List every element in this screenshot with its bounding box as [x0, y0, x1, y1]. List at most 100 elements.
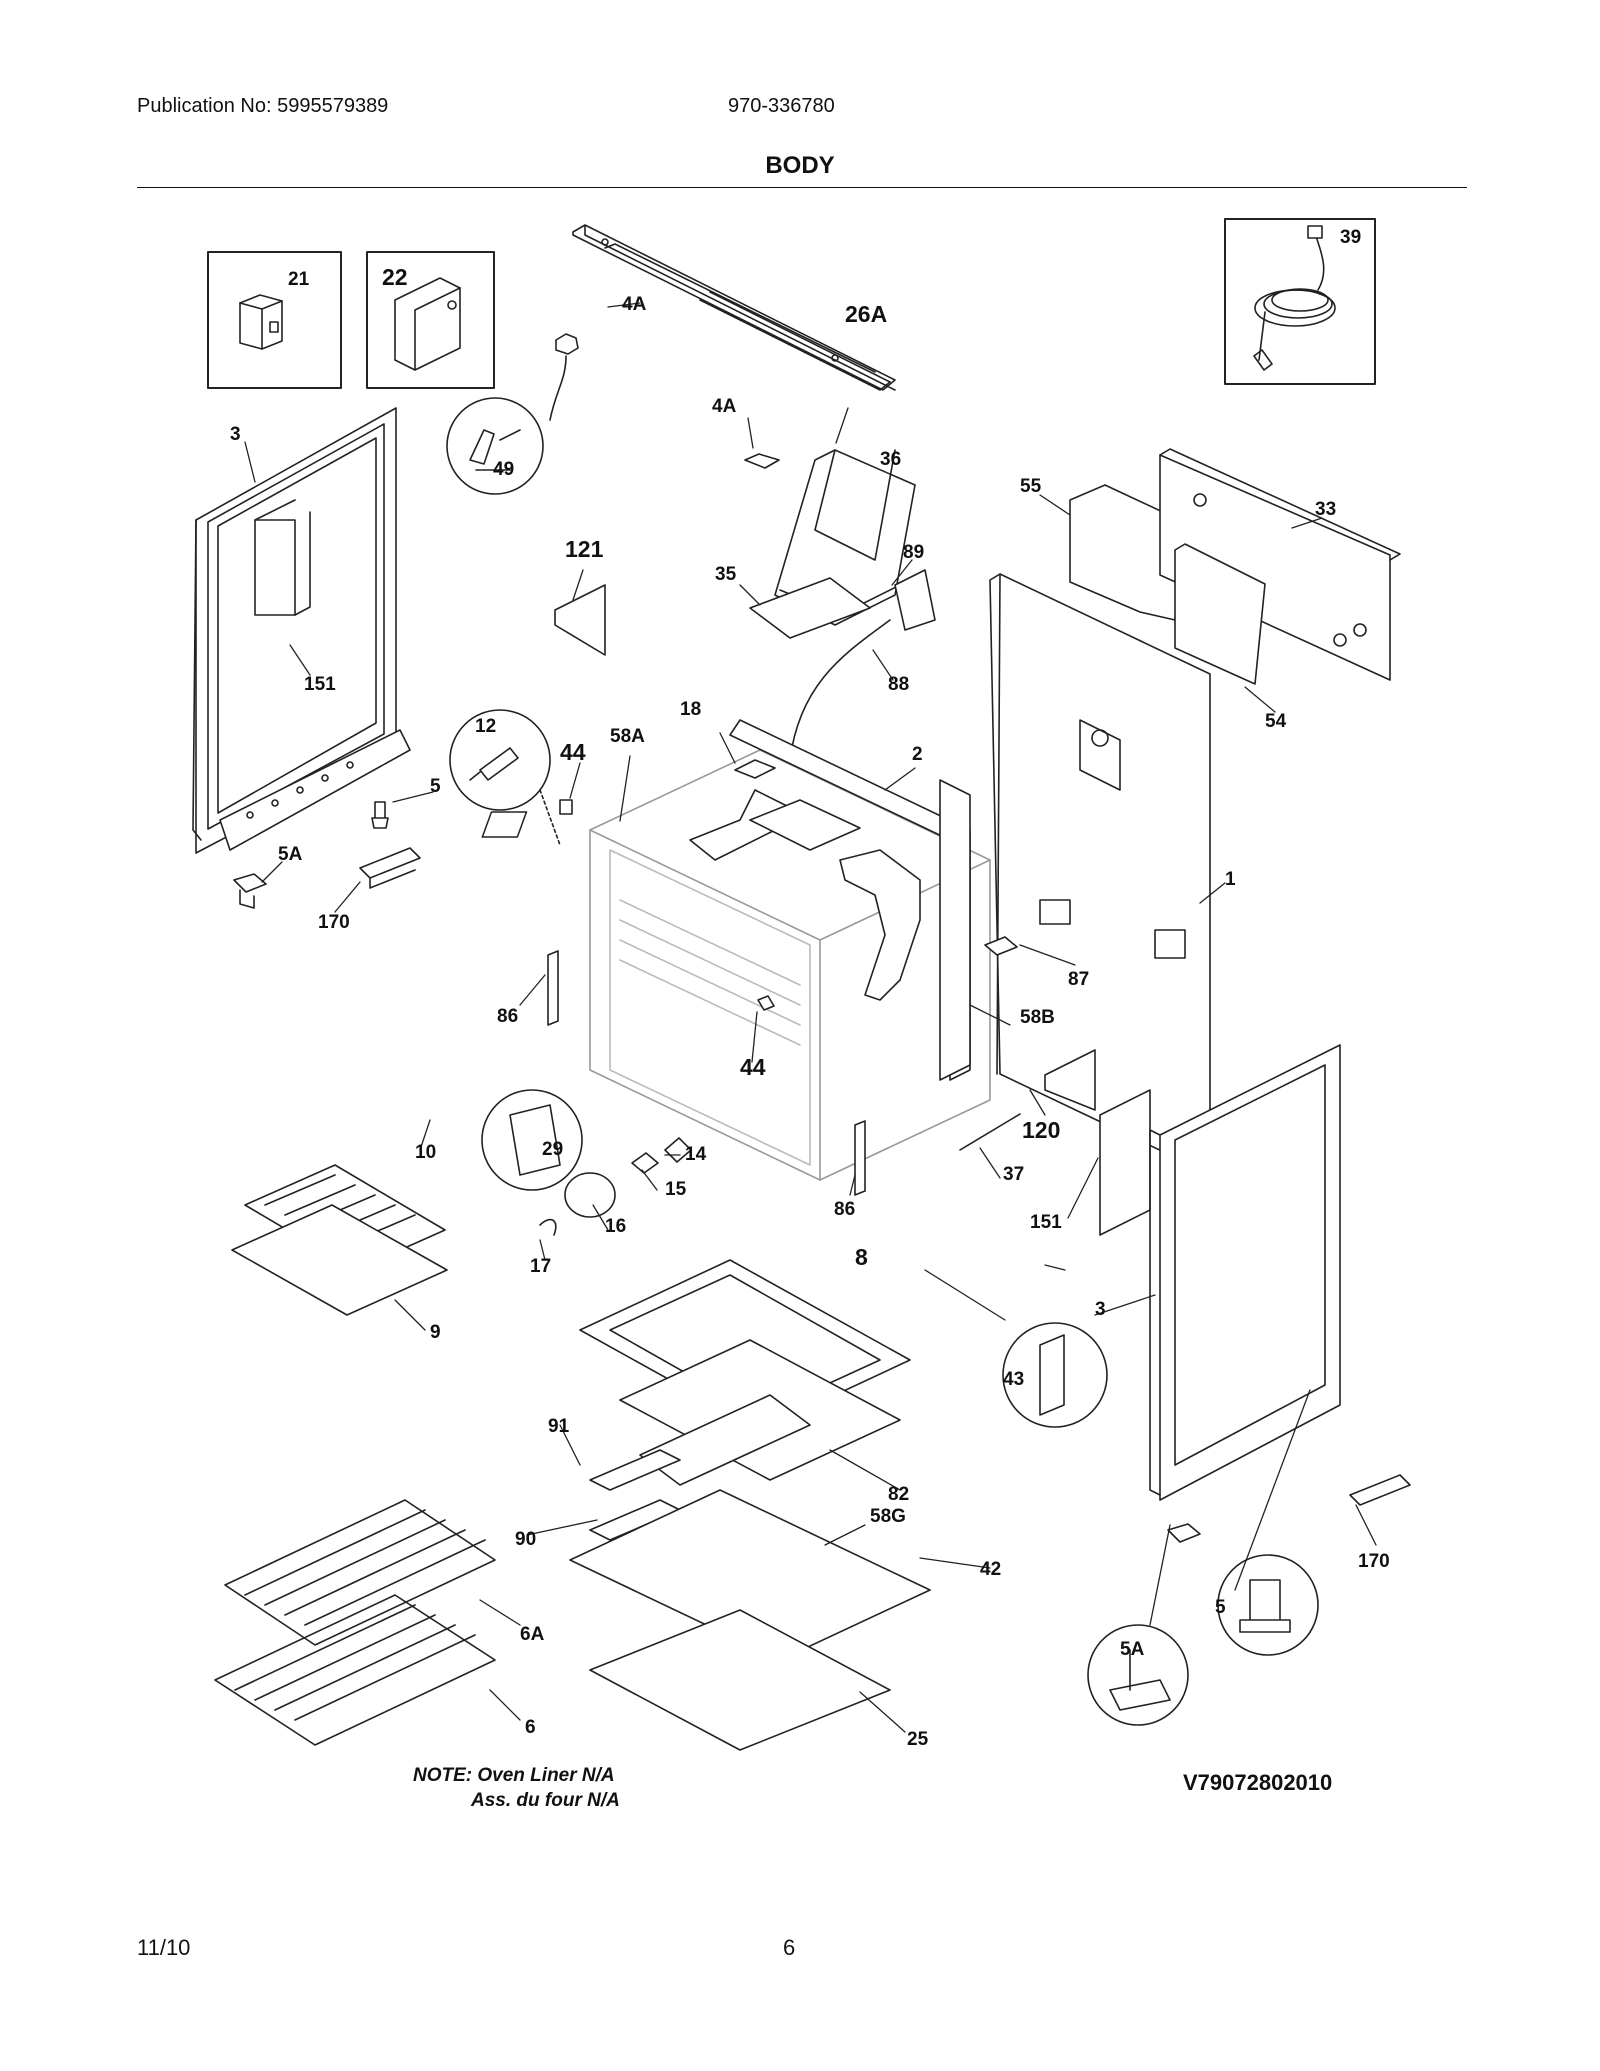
callout-86-right: 86 [834, 1199, 855, 1220]
part-91-channel [589, 1449, 681, 1491]
part-120-bracket [1044, 1049, 1096, 1111]
callout-43: 43 [1003, 1369, 1024, 1390]
callout-170-left: 170 [318, 912, 350, 933]
part-6a-rack [224, 1499, 496, 1646]
part-1-back-frame [989, 573, 1211, 1175]
callout-88: 88 [888, 674, 909, 695]
callout-58g: 58G [870, 1506, 906, 1527]
part-54-panel [1174, 543, 1266, 685]
part-58b-insulation [689, 719, 971, 1081]
callout-55: 55 [1020, 476, 1042, 497]
callout-5a-left: 5A [278, 844, 303, 865]
callout-17: 17 [530, 1256, 551, 1277]
publication-number: Publication No: 5995579389 [137, 95, 389, 117]
callout-89: 89 [903, 542, 924, 563]
part-5-detail [1217, 1554, 1319, 1656]
part-12-detail [449, 709, 551, 811]
callout-6: 6 [525, 1717, 536, 1738]
part-25-bottom-cover [589, 1609, 891, 1751]
part-86-right-strip [854, 1120, 866, 1196]
part-44-upper [559, 799, 573, 815]
part-2-vent-duct [749, 799, 861, 851]
callout-86-left: 86 [497, 1006, 518, 1027]
part-5a-left-leveler [233, 873, 267, 909]
callout-58b: 58B [1020, 1007, 1055, 1028]
callout-90: 90 [515, 1529, 536, 1550]
part-5-left-screw [371, 801, 389, 829]
callout-82: 82 [888, 1484, 909, 1505]
callout-16: 16 [605, 1216, 626, 1237]
part-14-socket [664, 1137, 692, 1163]
callout-12: 12 [475, 716, 496, 737]
diagram-code: V79072802010 [1183, 1770, 1333, 1795]
part-4a-clip-upper [555, 333, 579, 355]
callout-54: 54 [1265, 711, 1287, 732]
part-87-clip [984, 936, 1018, 956]
part-151-right-bracket [1099, 1089, 1151, 1236]
callout-120: 120 [1022, 1117, 1060, 1143]
callout-10: 10 [415, 1142, 436, 1163]
part-44-lower [757, 995, 775, 1011]
callout-3-left: 3 [230, 424, 241, 445]
callout-49: 49 [493, 459, 514, 480]
part-4a-clip-mid [744, 453, 780, 469]
callout-26a: 26A [845, 301, 887, 327]
callout-39: 39 [1340, 227, 1361, 248]
part-5a-right-leveler [1167, 1523, 1201, 1543]
callout-22: 22 [382, 264, 408, 290]
part-22-icon [394, 277, 461, 371]
part-89-bracket [894, 569, 936, 631]
callout-42: 42 [980, 1559, 1001, 1580]
callout-8: 8 [855, 1244, 868, 1270]
part-88-wire [789, 619, 891, 761]
leader-lines [244, 302, 1377, 1733]
callout-1: 1 [1225, 869, 1236, 890]
callout-29: 29 [542, 1139, 563, 1160]
callout-6a: 6A [520, 1624, 545, 1645]
part-16-lens [564, 1172, 616, 1218]
callout-14: 14 [685, 1144, 707, 1165]
callout-33: 33 [1315, 499, 1336, 520]
callout-91: 91 [548, 1416, 570, 1437]
part-3-right-side-panel [1149, 1044, 1341, 1501]
page-title: BODY [765, 152, 835, 179]
part-15-bulb [631, 1152, 659, 1174]
part-39-box [1224, 218, 1376, 385]
callout-25: 25 [907, 1729, 929, 1750]
callout-121: 121 [565, 536, 604, 562]
part-21-icon [239, 294, 283, 350]
callout-4a-upper: 4A [622, 294, 647, 315]
callout-21: 21 [288, 269, 310, 290]
part-58g-insulation [639, 1394, 811, 1486]
part-33-back-panel [1159, 448, 1401, 681]
part-18-clip [734, 759, 776, 779]
callout-35: 35 [715, 564, 737, 585]
part-170-right-bracket [1349, 1474, 1411, 1506]
footer-date: 11/10 [137, 1935, 191, 1960]
callout-37: 37 [1003, 1164, 1024, 1185]
callout-5-right: 5 [1215, 1597, 1226, 1618]
callout-15: 15 [665, 1179, 687, 1200]
callout-36: 36 [880, 449, 901, 470]
callout-151-left: 151 [304, 674, 336, 695]
footer-page-number: 6 [783, 1935, 796, 1960]
callout-87: 87 [1068, 969, 1089, 990]
callout-2: 2 [912, 744, 923, 765]
part-21-box [207, 251, 342, 389]
callout-3-right: 3 [1095, 1299, 1106, 1320]
part-17-clip [539, 1218, 557, 1236]
callout-4a-mid: 4A [712, 396, 737, 417]
callout-170-right: 170 [1358, 1551, 1390, 1572]
part-22-box [366, 251, 495, 389]
part-26a-bracket [572, 224, 896, 391]
note-line-1: NOTE: Oven Liner N/A [413, 1765, 615, 1786]
part-49-detail [446, 397, 544, 495]
part-37-probe [959, 1113, 1021, 1151]
part-170-left-bracket [359, 847, 421, 889]
callout-5a-right: 5A [1120, 1639, 1145, 1660]
part-3-left-side-panel [192, 407, 411, 854]
model-number: 970-336780 [728, 95, 835, 117]
part-121-bracket [554, 584, 606, 656]
part-39-cord [1253, 225, 1336, 371]
